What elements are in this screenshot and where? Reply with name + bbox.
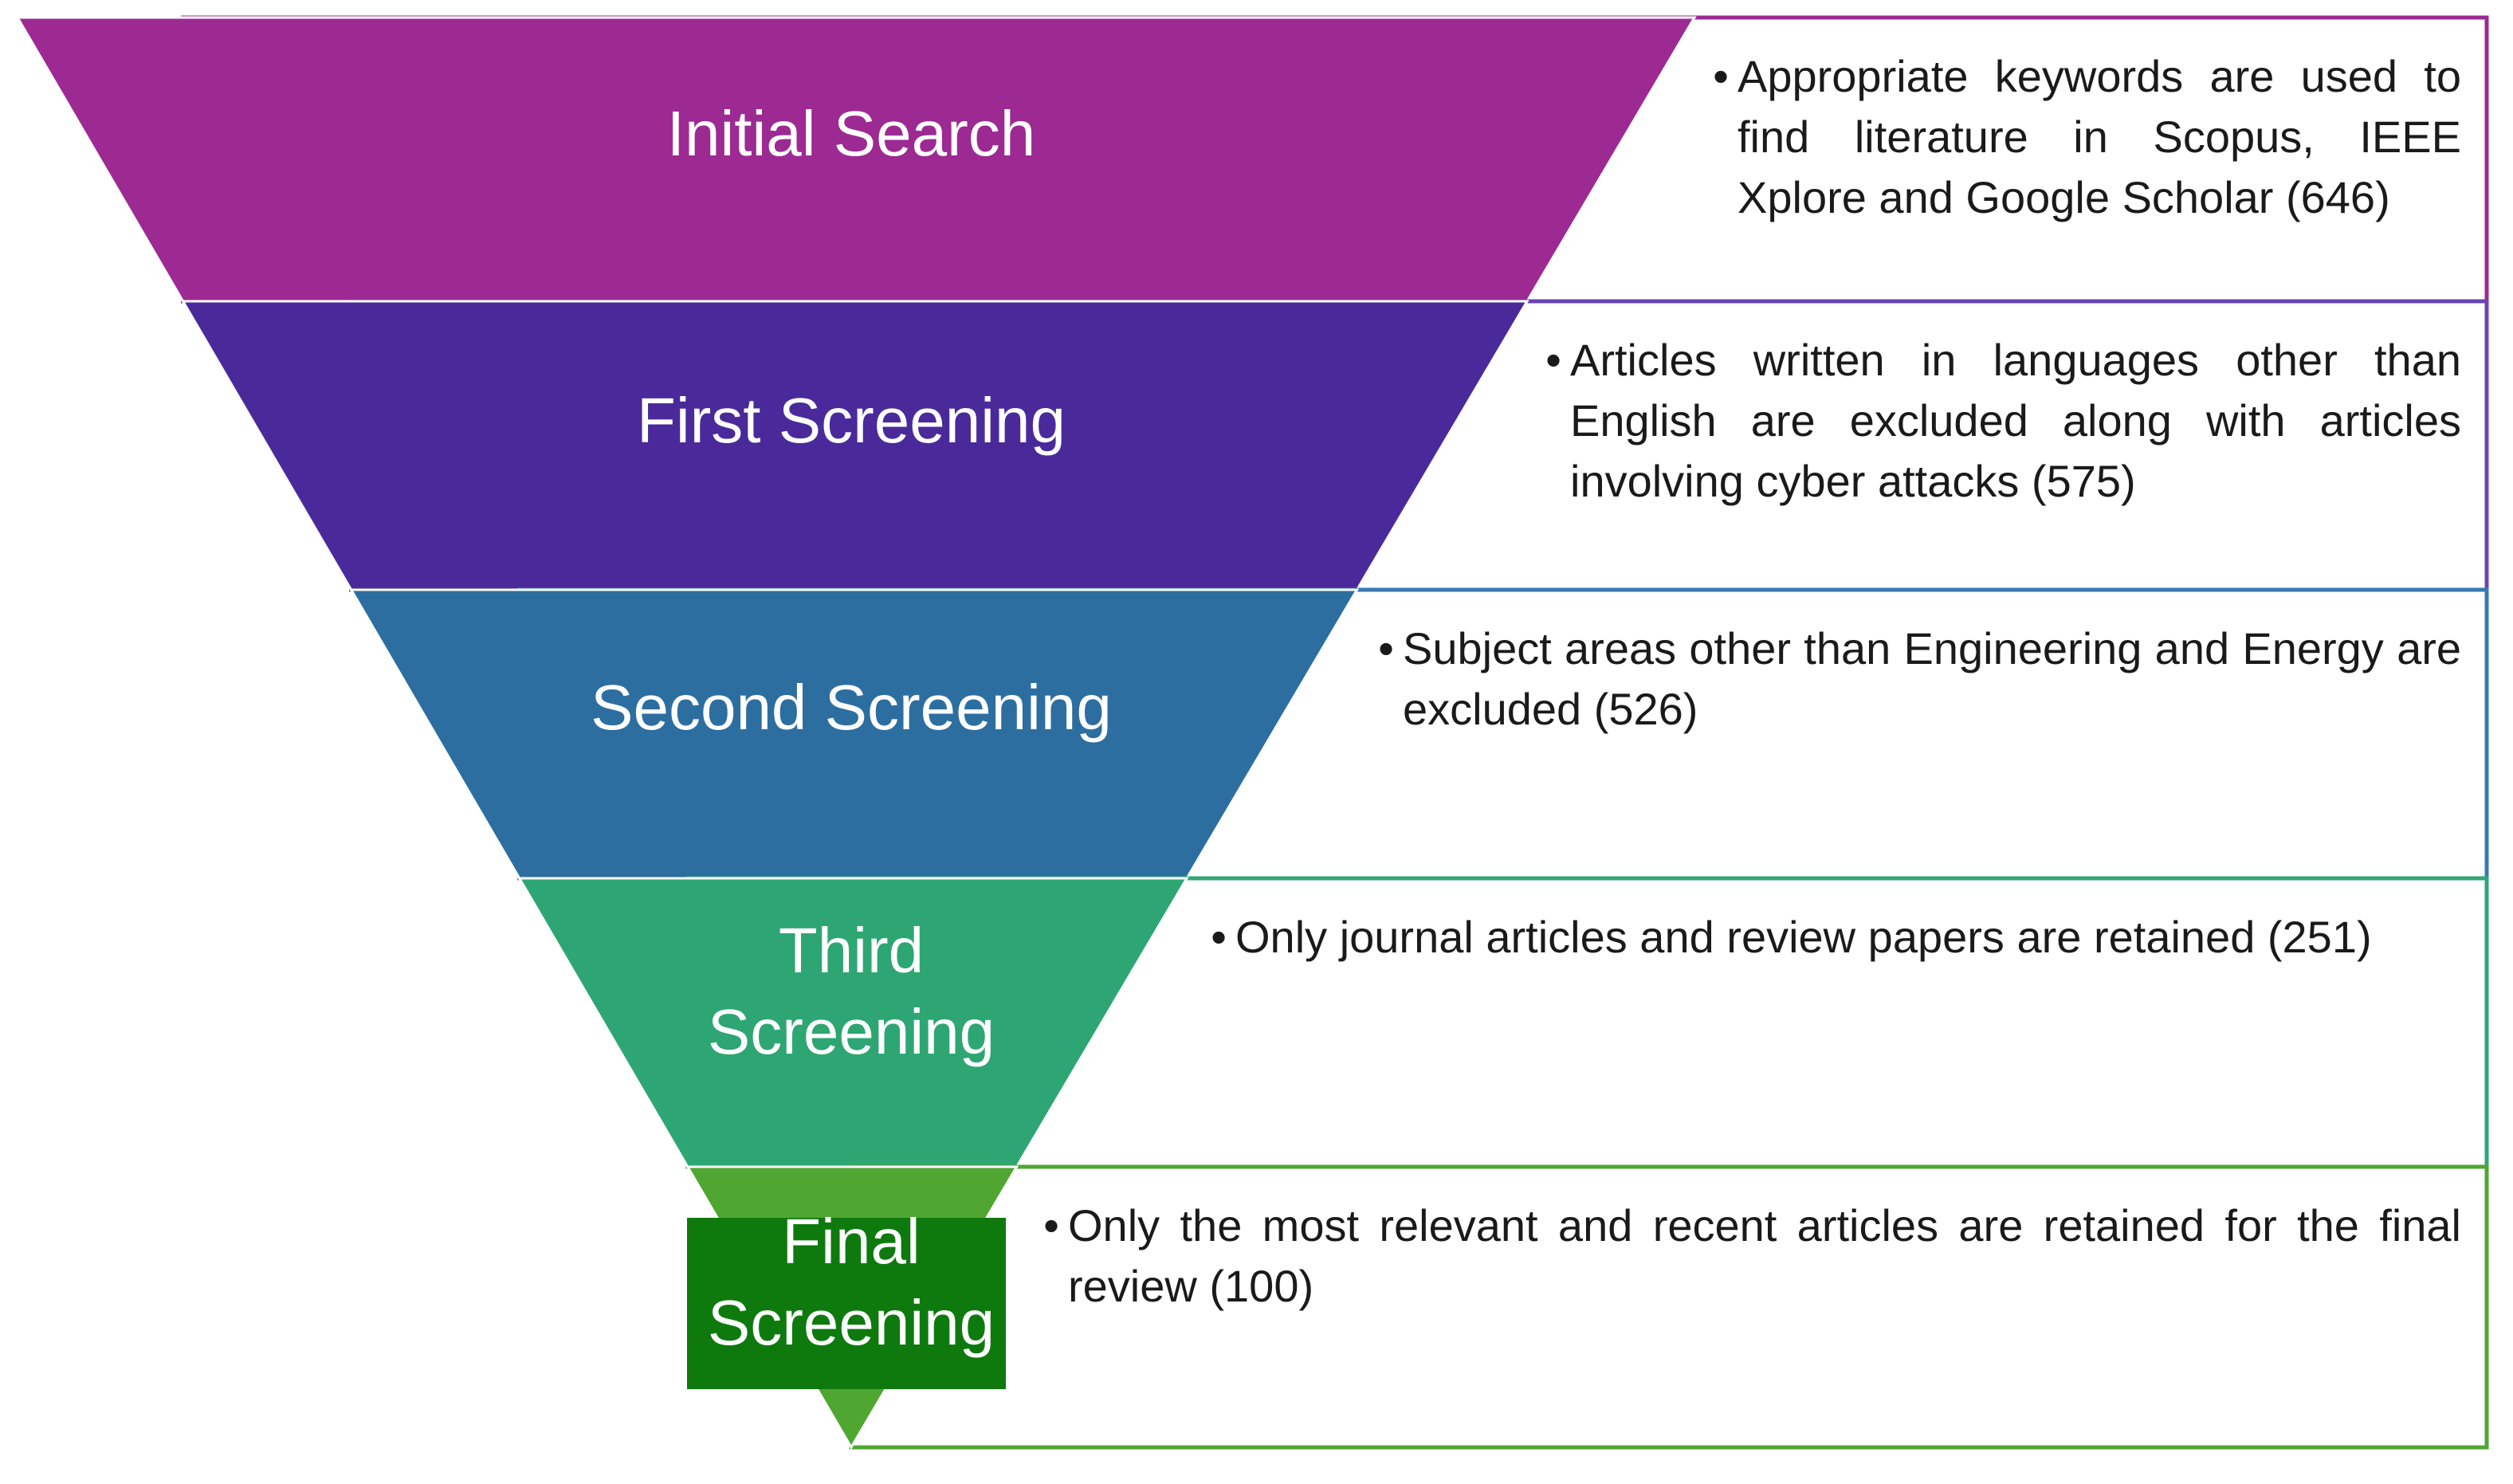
stage-2-label: First Screening [637,385,1066,456]
stage-5-label-line: Screening [708,1287,995,1358]
bullet-icon: • [1713,51,1729,101]
stage-2-label-line: First Screening [637,385,1066,456]
stage-5-label-line: Final [782,1206,920,1277]
stage-3-label: Second Screening [591,672,1112,743]
bullet-icon: • [1378,623,1394,673]
stage-2-note-text: Articles written in languages other than… [1570,335,2461,506]
stage-4-label-line: Screening [708,996,995,1067]
bullet-icon: • [1043,1200,1059,1250]
stage-3-label-line: Second Screening [591,672,1112,743]
stage-1-label: Initial Search [667,98,1035,169]
bullet-icon: • [1545,335,1561,385]
stage-3-note-text: Subject areas other than Engineering and… [1403,623,2461,734]
stage-1-note-text: Appropriate keywords are used to find li… [1738,51,2461,222]
stage-3-note: •Subject areas other than Engineering an… [1369,618,2461,740]
bullet-icon: • [1211,912,1227,962]
stage-5-note: •Only the most relevant and recent artic… [1035,1195,2461,1317]
stage-5-note-text: Only the most relevant and recent articl… [1068,1200,2461,1311]
stage-4-note-text: Only journal articles and review papers … [1235,912,2372,962]
stage-4-note: •Only journal articles and review papers… [1202,907,2461,968]
stage-5-label-highlight [687,1218,1006,1389]
stage-4-label-line: Third [779,915,924,986]
stage-1-note: •Appropriate keywords are used to find l… [1704,46,2461,228]
stage-1-label-line: Initial Search [667,98,1035,169]
stage-2-note: •Articles written in languages other tha… [1537,330,2461,512]
